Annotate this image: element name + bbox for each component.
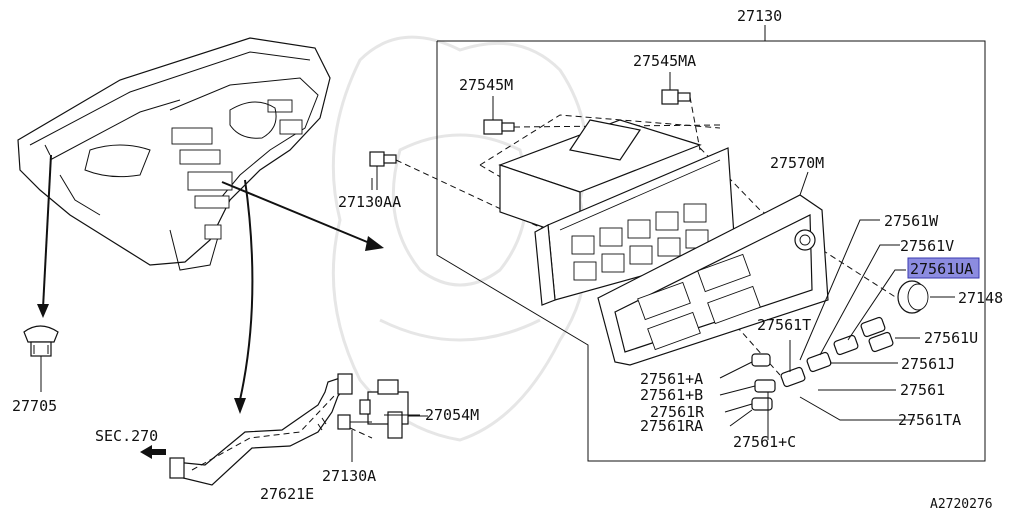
callout-27561RA[interactable]: 27561RA xyxy=(640,417,703,435)
vacuum-switch-27054M xyxy=(359,379,428,439)
pointer-arrows xyxy=(37,154,384,414)
callout-27130[interactable]: 27130 xyxy=(737,7,782,25)
watermark xyxy=(331,35,589,442)
screw-27130A xyxy=(337,414,373,462)
screw-27545M xyxy=(483,96,515,135)
callout-27561C[interactable]: 27561+C xyxy=(733,433,796,451)
assembly-box xyxy=(436,25,986,462)
screw-27130AA xyxy=(369,151,397,190)
callout-27545MA[interactable]: 27545MA xyxy=(633,52,696,70)
diagram-code: A2720276 xyxy=(930,497,993,511)
clip-27705 xyxy=(23,325,59,392)
callout-27130A[interactable]: 27130A xyxy=(322,467,376,485)
callout-27561U[interactable]: 27561U xyxy=(924,329,978,347)
section-reference-label[interactable]: SEC.270 xyxy=(95,427,158,445)
callout-27621E[interactable]: 27621E xyxy=(260,485,314,503)
callout-27705[interactable]: 27705 xyxy=(12,397,57,415)
callout-27148[interactable]: 27148 xyxy=(958,289,1003,307)
front-bezel-27570M xyxy=(597,194,829,366)
callout-27561B[interactable]: 27561+B xyxy=(640,386,703,404)
callout-27561TA[interactable]: 27561TA xyxy=(898,411,961,429)
callout-27561W[interactable]: 27561W xyxy=(884,212,939,230)
callout-27561J[interactable]: 27561J xyxy=(901,355,955,373)
callout-27561V[interactable]: 27561V xyxy=(900,237,954,255)
knob-27148 xyxy=(897,280,955,314)
callout-labels: 27130 27545M 27545MA 27130AA 27570M 2756… xyxy=(12,7,1003,511)
callout-27561R[interactable]: 27561R xyxy=(650,403,705,421)
callout-27561T[interactable]: 27561T xyxy=(757,316,811,334)
button-set xyxy=(751,316,894,411)
callout-27561[interactable]: 27561 xyxy=(900,381,945,399)
callout-27561UA[interactable]: 27561UA xyxy=(910,260,973,278)
dashboard-illustration xyxy=(17,37,331,271)
sec270-arrow xyxy=(140,445,166,459)
screw-27545MA xyxy=(661,72,691,105)
callout-27130AA[interactable]: 27130AA xyxy=(338,193,401,211)
hose-27621E xyxy=(169,373,353,486)
callout-27054M[interactable]: 27054M xyxy=(425,406,479,424)
selected-part-highlight xyxy=(907,257,980,279)
callout-27545M[interactable]: 27545M xyxy=(459,76,513,94)
callout-27570M[interactable]: 27570M xyxy=(770,154,824,172)
callout-27561A[interactable]: 27561+A xyxy=(640,370,703,388)
leader-lines xyxy=(371,171,920,440)
